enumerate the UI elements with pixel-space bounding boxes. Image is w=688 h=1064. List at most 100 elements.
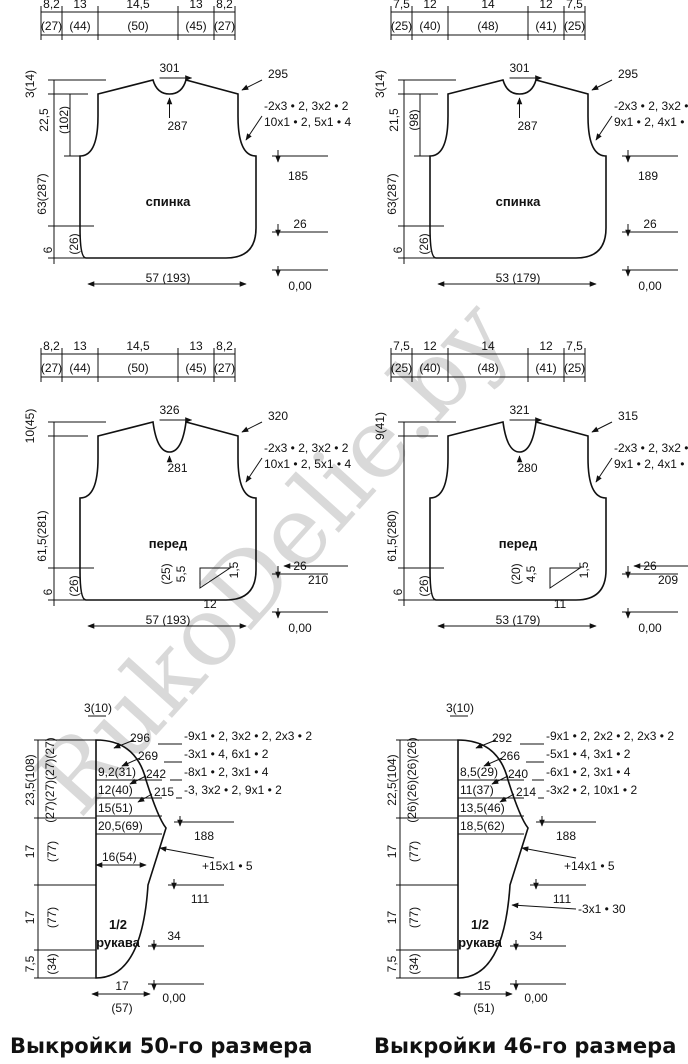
hem-row: 26	[293, 217, 307, 231]
pocket-rows: (25)	[159, 563, 173, 584]
shoulder-height: 9(41)	[373, 412, 387, 440]
hem-height: 6	[41, 588, 55, 595]
armhole-dec-1: -2х3 • 2, 3х2 • 2	[264, 99, 349, 113]
increase-arrow	[521, 846, 577, 859]
shoulder-row: 320	[268, 409, 288, 423]
hem-height: 6	[391, 588, 405, 595]
armhole-arrow	[595, 457, 613, 483]
cap-formula: -6х1 • 2, 3х1 • 4	[546, 765, 631, 779]
top-dim-rows: (40)	[419, 361, 440, 375]
armhole-arrow	[245, 457, 263, 483]
total-height: 61,5(281)	[35, 510, 49, 561]
cap-formula: -3х1 • 4, 6х1 • 2	[184, 747, 269, 761]
top-dim-value: 8,2	[216, 0, 233, 11]
sleeve-increase: +15х1 • 5	[202, 859, 253, 873]
armhole-row: 189	[638, 169, 658, 183]
back-outline	[429, 79, 607, 259]
shoulder-row: 295	[268, 67, 288, 81]
armhole-dec-2: 9х1 • 2, 4х1 • 4	[614, 115, 688, 129]
cap-width: 20,5(69)	[98, 819, 143, 833]
increase-arrow	[159, 846, 215, 859]
pocket-height: 5,5	[174, 565, 188, 582]
armhole-dec-1: -2х3 • 2, 3х2 • 2	[614, 99, 688, 113]
top-dim-rows: (25)	[391, 361, 412, 375]
top-dim-value: 14	[481, 339, 495, 353]
shoulder-arrow	[591, 79, 613, 91]
zero-row: 0,00	[638, 279, 662, 293]
cap-row-arrow	[113, 739, 135, 749]
top-dim-value: 12	[423, 0, 437, 11]
cap-row-arrow	[475, 739, 497, 749]
top-dim-rows: (27)	[214, 361, 235, 375]
sleeve-seg-2: 17	[385, 911, 399, 925]
sleeve-row-c: 34	[167, 929, 181, 943]
top-dim-rows: (40)	[419, 19, 440, 33]
total-height: 63(287)	[35, 173, 49, 214]
hem-row: 26	[643, 217, 657, 231]
neck-top-row: 321	[509, 403, 529, 417]
cap-width: 18,5(62)	[460, 819, 505, 833]
neck-top-row: 301	[509, 61, 529, 75]
pocket-rows: (20)	[509, 563, 523, 584]
cap-formula: -3х2 • 2, 10х1 • 2	[546, 783, 637, 797]
armhole-dec-2: 10х1 • 2, 5х1 • 4	[264, 115, 351, 129]
pocket-triangle	[549, 567, 582, 589]
sleeve-seg-1: 17	[385, 845, 399, 859]
top-dim-rows: (44)	[69, 19, 90, 33]
cap-width: 11(37)	[460, 783, 494, 797]
cap-row: 296	[130, 731, 150, 745]
cap-width: 8,5(29)	[460, 765, 498, 779]
cap-row: 266	[500, 749, 520, 763]
top-dim-value: 12	[539, 339, 553, 353]
sleeve-seg-1: 17	[23, 845, 37, 859]
neck-row: 287	[167, 119, 187, 133]
zero-row: 0,00	[288, 279, 312, 293]
hem-rows: (26)	[417, 575, 431, 596]
top-dim-value: 8,2	[43, 0, 60, 11]
armhole-height: 21,5	[387, 108, 401, 132]
top-dim-rows: (25)	[391, 19, 412, 33]
front-label: перед	[149, 536, 188, 551]
sleeve-seg-3: 7,5	[385, 955, 399, 972]
cap-width: 12(40)	[98, 783, 133, 797]
sleeve-seg-2: 17	[23, 911, 37, 925]
sleeve-mid-width: 16(54)	[102, 850, 137, 864]
sleeve-row-zero: 0,00	[524, 991, 548, 1005]
sleeve-label-half: 1/2	[471, 917, 489, 932]
piece-width: 53 (179)	[496, 271, 541, 285]
top-dim-value: 7,5	[566, 0, 583, 11]
armhole-row: 185	[288, 169, 308, 183]
neck-row: 280	[517, 461, 537, 475]
cap-height: 22,5(104)	[385, 754, 399, 805]
sleeve-outline	[457, 739, 529, 979]
armhole-height: 22,5	[37, 108, 51, 132]
back-label: спинка	[146, 194, 191, 209]
cap-row-arrow	[121, 757, 141, 767]
pocket-triangle	[199, 567, 232, 589]
sleeve-row-b: 111	[553, 892, 572, 906]
pocket-width: 11	[554, 597, 567, 611]
top-dim-value: 12	[539, 0, 553, 11]
top-dim-rows: (45)	[185, 361, 206, 375]
armhole-rows: (102)	[57, 106, 71, 134]
top-dim-rows: (25)	[564, 361, 585, 375]
sleeve-bottom: 15	[477, 979, 491, 993]
armhole-rows: (98)	[407, 109, 421, 130]
sleeve-seg-2-rows: (77)	[45, 907, 59, 928]
sleeve-seg-3-rows: (34)	[45, 953, 59, 974]
armhole-dec-2: 9х1 • 2, 4х1 • 4	[614, 457, 688, 471]
piece-width: 57 (193)	[146, 271, 191, 285]
top-dim-value: 14,5	[126, 339, 150, 353]
cap-row: 240	[508, 767, 528, 781]
neck-top-row: 301	[159, 61, 179, 75]
front-label: перед	[499, 536, 538, 551]
hem-height: 6	[391, 246, 405, 253]
shoulder-arrow	[591, 421, 613, 433]
cap-formula: -9х1 • 2, 3х2 • 2, 2х3 • 2	[184, 729, 312, 743]
sleeve-label-half: 1/2	[109, 917, 127, 932]
caption-size-50: Выкройки 50-го размера	[10, 1034, 313, 1058]
pocket-offset: 1,5	[227, 561, 241, 578]
cap-row: 242	[146, 767, 166, 781]
sleeve-seg-2-rows: (77)	[407, 907, 421, 928]
sleeve-label: рукава	[458, 935, 503, 950]
